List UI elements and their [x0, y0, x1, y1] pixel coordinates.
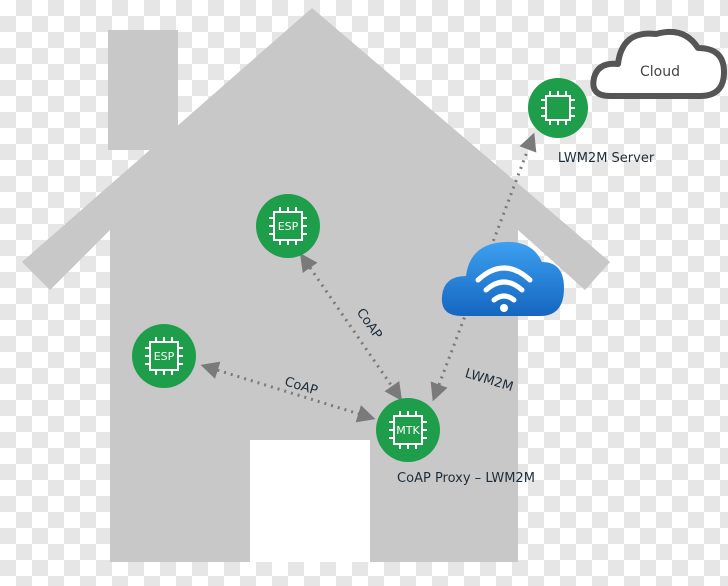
node-mtk-proxy: MTK [376, 398, 440, 462]
cloud-icon: Cloud [590, 28, 727, 99]
cloud-label: Cloud [640, 64, 680, 80]
link-esp-left-mtk [200, 361, 376, 423]
wifi-cloud-icon [441, 241, 564, 316]
chip-label-esp-left: ESP [154, 350, 175, 363]
node-lwm2m-server [528, 78, 588, 138]
house-door [250, 440, 370, 562]
node-esp-top: ESP [256, 194, 320, 258]
chip-label-mtk: MTK [396, 424, 420, 437]
mtk-label: CoAP Proxy – LWM2M [397, 471, 535, 486]
wifi-icon [475, 265, 533, 303]
house-chimney [108, 30, 178, 150]
chip-label-esp-top: ESP [278, 220, 299, 233]
link-esp-top-mtk [299, 253, 403, 401]
node-esp-left: ESP [132, 324, 196, 388]
server-label: LWM2M Server [558, 151, 655, 166]
